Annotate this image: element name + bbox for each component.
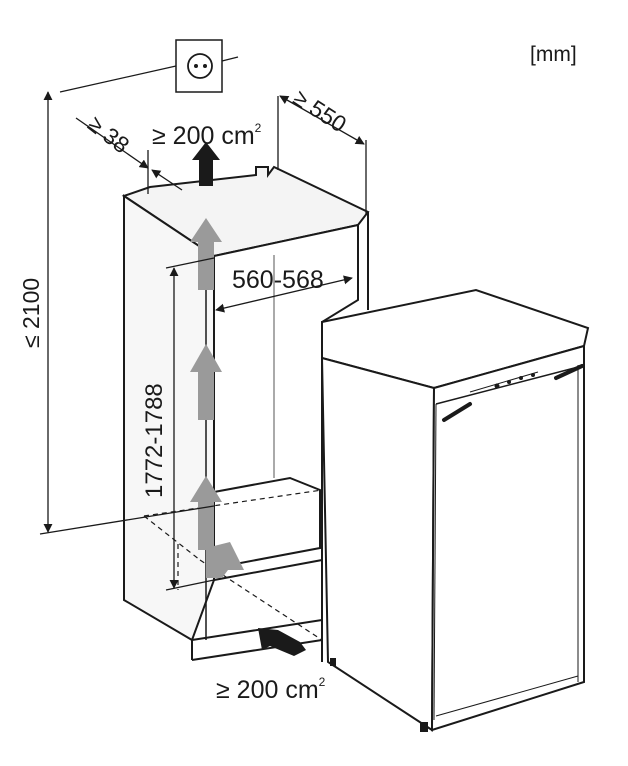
total-height-label: ≤ 2100: [18, 277, 44, 348]
niche-width-label: 560-568: [232, 266, 324, 294]
vent-bottom-text: ≥ 200 cm: [216, 676, 319, 704]
unit-label: [mm]: [530, 43, 577, 66]
niche-cabinet: [121, 165, 370, 661]
power-socket-icon: [175, 39, 223, 93]
black-vent-arrow-icon: [192, 142, 306, 656]
vent-bottom-label: ≥ 200 cm2: [216, 675, 326, 704]
dimension-lines: [39, 91, 367, 591]
airflow-arrow-icon: [190, 218, 244, 578]
vent-top-exponent: 2: [254, 121, 262, 135]
vent-bottom-exponent: 2: [318, 675, 326, 689]
socket-leader-line: [59, 65, 177, 93]
niche-height-label: 1772-1788: [141, 383, 168, 498]
vent-top-label: ≥ 200 cm2: [152, 121, 262, 150]
socket-leader-line: [221, 56, 239, 62]
appliance: [320, 288, 590, 732]
handle-icon: [442, 364, 584, 422]
vent-top-text: ≥ 200 cm: [152, 122, 255, 150]
